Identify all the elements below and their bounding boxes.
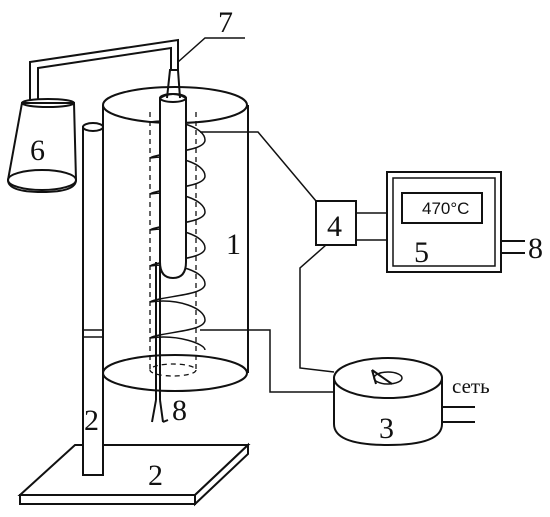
inner-tube-dashed	[149, 112, 197, 377]
reactor-tube	[159, 69, 187, 280]
display-value: 470°C	[422, 199, 469, 218]
wiring	[200, 131, 525, 423]
label-thermocouple-probe: 8	[172, 394, 187, 427]
transformer	[333, 357, 443, 447]
label-stand-base: 2	[148, 459, 163, 492]
stand-base	[17, 442, 251, 507]
temperature-controller	[386, 171, 502, 273]
leader-7	[177, 37, 245, 63]
relay-box	[315, 200, 357, 246]
label-mains: сеть	[452, 374, 490, 398]
thermocouple-probe	[151, 262, 169, 423]
label-reactor-tube: 7	[218, 6, 233, 39]
label-thermocouple-terminal: 8	[528, 232, 543, 265]
stand-rod	[82, 122, 104, 476]
label-flask: 6	[30, 134, 45, 167]
label-relay: 4	[327, 210, 342, 243]
outlet-pipe	[29, 38, 179, 100]
label-controller: 5	[414, 236, 429, 269]
collection-flask	[6, 98, 78, 194]
label-stand-rod: 2	[84, 404, 99, 437]
label-transformer: 3	[379, 412, 394, 445]
label-furnace: 1	[226, 228, 241, 261]
